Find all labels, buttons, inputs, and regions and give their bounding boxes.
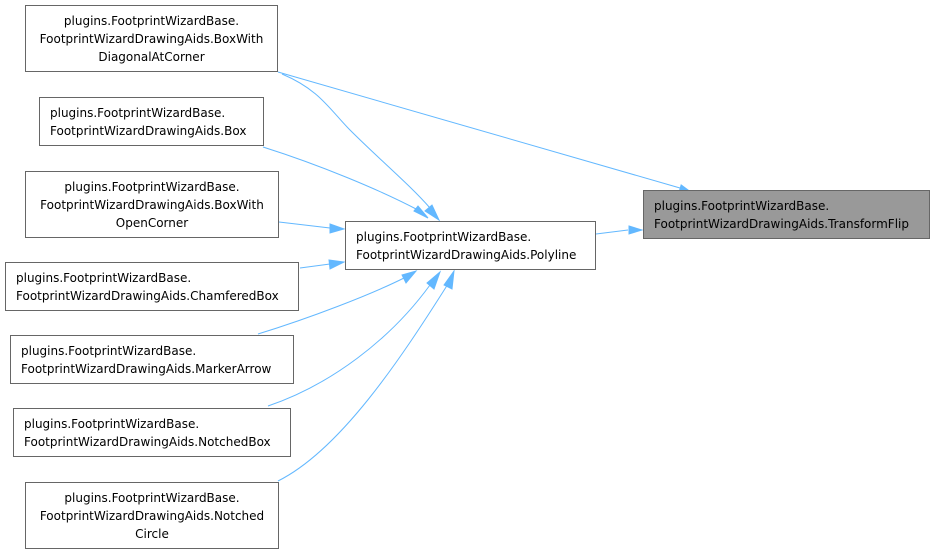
arrowhead-polyline-top-2 (413, 205, 429, 219)
node-line: plugins.FootprintWizardBase. (21, 343, 197, 358)
node-transform-flip[interactable]: plugins.FootprintWizardBase. FootprintWi… (643, 190, 930, 239)
node-line: FootprintWizardDrawingAids.Polyline (356, 247, 577, 262)
node-line: plugins.FootprintWizardBase. (356, 229, 532, 244)
node-line: Circle (135, 526, 169, 541)
node-line: FootprintWizardDrawingAids.ChamferedBox (16, 288, 279, 303)
edge-boxwithdiagonal-to-polyline (281, 73, 431, 209)
node-line: plugins.FootprintWizardBase. (654, 198, 830, 213)
arrowhead-transformflip-left (628, 225, 644, 235)
node-polyline[interactable]: plugins.FootprintWizardBase. FootprintWi… (345, 221, 596, 270)
edge-markerarrow-to-polyline (257, 277, 405, 335)
edge-boxwithopencorner-to-polyline (278, 221, 331, 229)
node-line: FootprintWizardDrawingAids.NotchedBox (24, 434, 271, 449)
edge-notchedcircle-to-polyline (277, 283, 449, 482)
edge-notchedbox-to-polyline (267, 284, 431, 407)
node-notched-circle[interactable]: plugins.FootprintWizardBase. FootprintWi… (25, 482, 279, 549)
arrowhead-polyline-left-1 (329, 223, 346, 234)
node-line: OpenCorner (115, 215, 189, 230)
edge-box-to-polyline (262, 146, 419, 211)
node-line: FootprintWizardDrawingAids.Box (50, 123, 247, 138)
edge-polyline-to-transformflip (595, 229, 629, 235)
arrowhead-polyline-bottom-1 (401, 270, 418, 284)
edge-boxwithdiagonal-to-transformflip (277, 71, 681, 189)
node-line: plugins.FootprintWizardBase. (16, 270, 192, 285)
node-line: plugins.FootprintWizardBase. (50, 105, 226, 120)
node-line: FootprintWizardDrawingAids.BoxWith (40, 197, 264, 212)
node-notched-box[interactable]: plugins.FootprintWizardBase. FootprintWi… (13, 408, 291, 457)
node-line: FootprintWizardDrawingAids.Notched (39, 508, 265, 523)
node-line: DiagonalAtCorner (98, 49, 205, 64)
node-box-with-diagonal-at-corner[interactable]: plugins.FootprintWizardBase. FootprintWi… (25, 5, 278, 72)
arrowhead-polyline-bottom-3 (443, 269, 455, 290)
node-marker-arrow[interactable]: plugins.FootprintWizardBase. FootprintWi… (10, 335, 294, 384)
node-box-with-open-corner[interactable]: plugins.FootprintWizardBase. FootprintWi… (25, 171, 279, 238)
node-line: plugins.FootprintWizardBase. (64, 490, 240, 505)
arrowhead-polyline-left-2 (328, 259, 346, 270)
node-line: plugins.FootprintWizardBase. (64, 179, 240, 194)
node-line: plugins.FootprintWizardBase. (63, 13, 240, 28)
edge-chamferedbox-to-polyline (299, 263, 331, 269)
node-line: FootprintWizardDrawingAids.BoxWith (39, 31, 264, 46)
arrowhead-polyline-top-1 (424, 204, 441, 222)
node-box[interactable]: plugins.FootprintWizardBase. FootprintWi… (39, 97, 264, 146)
arrowhead-polyline-bottom-2 (426, 270, 442, 290)
node-line: FootprintWizardDrawingAids.TransformFlip (654, 216, 909, 231)
node-chamfered-box[interactable]: plugins.FootprintWizardBase. FootprintWi… (5, 262, 299, 311)
node-line: plugins.FootprintWizardBase. (24, 416, 200, 431)
node-line: FootprintWizardDrawingAids.MarkerArrow (21, 361, 272, 376)
